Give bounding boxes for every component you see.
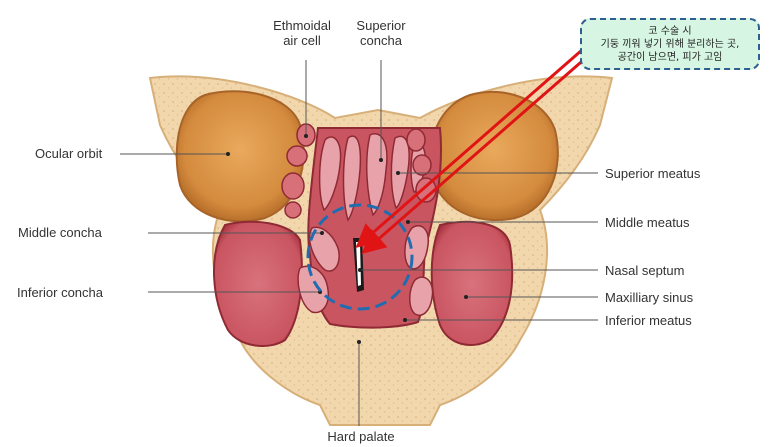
- label-ocular-orbit: Ocular orbit: [35, 146, 103, 161]
- annotation-line-3: 공간이 남으면, 피가 고임: [617, 52, 723, 63]
- conchae-group: [297, 133, 434, 316]
- label-superior-meatus: Superior meatus: [605, 166, 701, 181]
- label-maxillary-sinus: Maxilliary sinus: [605, 290, 694, 305]
- label-middle-concha: Middle concha: [18, 225, 102, 240]
- right-orbit: [429, 90, 559, 222]
- annotation-line-1: 코 수술 시: [648, 26, 692, 37]
- ethmoidal-air-cells: [281, 123, 437, 219]
- label-inferior-meatus: Inferior meatus: [605, 313, 692, 328]
- pointer-lines: [120, 60, 598, 426]
- annotation-arrows: [355, 48, 589, 254]
- pointer-dots: [226, 134, 468, 344]
- annotation-line-2: 기둥 끼워 넣기 위해 분리하는 곳,: [600, 39, 740, 50]
- highlight-circle: [306, 203, 414, 311]
- label-nasal-septum: Nasal septum: [605, 263, 685, 278]
- label-hard-palate: Hard palate: [327, 429, 395, 444]
- right-maxillary-sinus: [430, 220, 514, 346]
- left-maxillary-sinus: [212, 220, 303, 347]
- label-ethmoidal-air-cell: Ethmoidal air cell: [273, 18, 331, 48]
- label-inferior-concha: Inferior concha: [17, 285, 103, 300]
- annotation-note: 코 수술 시 기둥 끼워 넣기 위해 분리하는 곳, 공간이 남으면, 피가 고…: [580, 18, 760, 70]
- label-superior-concha: Superior concha: [356, 18, 406, 48]
- left-orbit: [175, 90, 305, 223]
- label-middle-meatus: Middle meatus: [605, 215, 690, 230]
